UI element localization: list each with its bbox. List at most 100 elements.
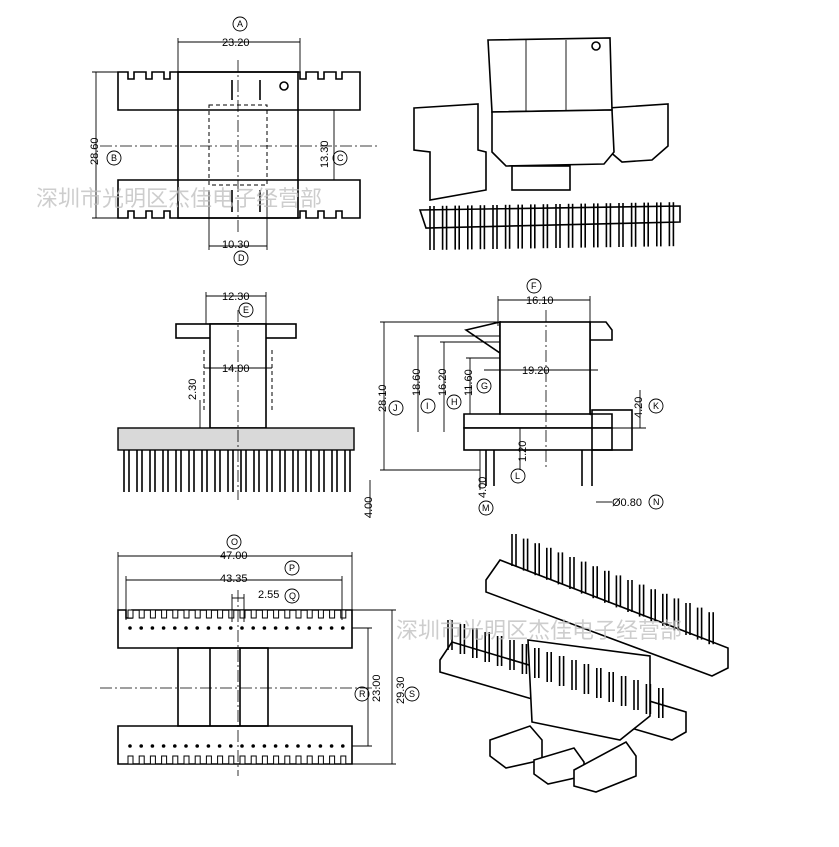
comb-notch xyxy=(217,755,224,765)
tag-b: B xyxy=(111,153,117,163)
pin-hole xyxy=(273,744,278,748)
tag-g-circle xyxy=(476,378,492,394)
comb-notch xyxy=(194,609,201,619)
pin-hole xyxy=(184,626,188,630)
pin-hole xyxy=(341,626,345,630)
iso2-foot-right xyxy=(573,740,637,793)
tag-g: G xyxy=(481,381,488,391)
iso1-right-flange xyxy=(607,103,669,163)
top-view-upper-flange xyxy=(117,71,361,111)
comb-notch xyxy=(261,755,268,765)
tag-a: A xyxy=(237,19,243,29)
pin-hole xyxy=(318,744,323,748)
pin-hole xyxy=(318,626,323,630)
tag-p-circle xyxy=(284,560,300,576)
pin-hole xyxy=(307,626,312,630)
tag-j-circle xyxy=(388,400,404,416)
side-view-pin-row xyxy=(123,450,351,492)
tag-q-circle xyxy=(284,588,300,604)
pin-hole xyxy=(184,744,188,748)
side-view-base xyxy=(117,427,355,451)
pin-hole xyxy=(139,744,143,748)
comb-notch xyxy=(127,609,134,619)
dim-b-value: 28.60 xyxy=(89,137,101,165)
tag-b-circle xyxy=(106,150,122,166)
comb-notch xyxy=(161,609,168,619)
comb-notch xyxy=(317,609,324,619)
pin-hole xyxy=(341,744,345,748)
comb-notch xyxy=(239,609,246,619)
iso2-pin-row-top xyxy=(511,534,715,645)
pin-hole xyxy=(262,626,267,630)
comb-notch xyxy=(329,755,336,765)
comb-notch xyxy=(172,755,179,765)
pin-hole xyxy=(229,626,233,630)
front-view-body xyxy=(499,321,591,415)
tag-h-circle xyxy=(446,394,462,410)
pin-hole xyxy=(128,626,132,630)
tag-c-circle xyxy=(332,150,348,166)
dim-n-value: Ø0.80 xyxy=(612,497,642,509)
dim-j-value: 28.10 xyxy=(377,384,389,412)
pin-hole xyxy=(307,744,312,748)
bottom-view-hole-row-top xyxy=(128,626,345,630)
comb-notch xyxy=(340,609,347,619)
pin-hole xyxy=(161,626,166,630)
comb-notch xyxy=(250,755,257,765)
tag-n: N xyxy=(653,497,660,507)
pin-hole xyxy=(329,626,334,630)
pin-hole xyxy=(240,744,244,748)
dim-q-value: 2.55 xyxy=(258,589,279,601)
iso1-pin1-mark xyxy=(591,41,601,51)
tag-k: K xyxy=(653,401,659,411)
tag-s-circle xyxy=(404,686,420,702)
tag-r: R xyxy=(359,689,366,699)
tag-f: F xyxy=(531,281,537,291)
top-view-lower-flange xyxy=(117,179,361,219)
comb-notch xyxy=(194,755,201,765)
comb-notch xyxy=(284,609,291,619)
dim-d-value: 10.30 xyxy=(222,239,250,251)
pin-hole xyxy=(217,744,222,748)
dim-width-inner: 14.00 xyxy=(222,363,250,375)
comb-notch xyxy=(250,609,257,619)
iso1-pin-row xyxy=(429,202,675,250)
pin-hole xyxy=(150,626,155,630)
pin-hole xyxy=(296,744,300,748)
dim-a-value: 23.20 xyxy=(222,37,250,49)
pin-hole xyxy=(251,626,255,630)
dim-g2-value: 19.20 xyxy=(522,365,550,377)
comb-notch xyxy=(138,755,145,765)
tag-k-circle xyxy=(648,398,664,414)
pin-hole xyxy=(240,626,244,630)
pin-hole xyxy=(173,744,177,748)
comb-notch xyxy=(306,609,313,619)
iso2-upper-rail xyxy=(485,559,729,677)
tag-r-circle xyxy=(354,686,370,702)
pin-hole xyxy=(217,626,222,630)
comb-notch xyxy=(172,609,179,619)
bottom-view-top-comb xyxy=(127,609,347,619)
tag-l: L xyxy=(515,471,520,481)
comb-notch xyxy=(239,755,246,765)
front-view-right-block xyxy=(591,409,633,451)
pin-hole xyxy=(195,744,199,748)
tag-o-circle xyxy=(226,534,242,550)
comb-notch xyxy=(261,609,268,619)
tag-f-circle xyxy=(526,278,542,294)
pin-hole xyxy=(329,744,334,748)
comb-notch xyxy=(161,755,168,765)
dim-c-value: 13.30 xyxy=(319,140,331,168)
tag-d-circle xyxy=(233,250,249,266)
tag-q: Q xyxy=(289,591,296,601)
comb-notch xyxy=(306,755,313,765)
pin-hole xyxy=(285,744,289,748)
pin-hole xyxy=(150,744,155,748)
comb-notch xyxy=(127,755,134,765)
pin-hole xyxy=(206,744,211,748)
iso1-core-gap xyxy=(511,165,571,191)
tag-l-circle xyxy=(510,468,526,484)
tag-s: S xyxy=(409,689,415,699)
dim-g-value: 11.60 xyxy=(463,369,475,396)
